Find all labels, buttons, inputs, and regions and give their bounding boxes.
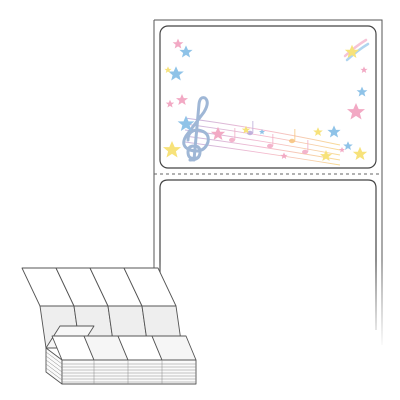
star-icon	[179, 45, 193, 58]
star-icon	[313, 127, 323, 136]
sheet-fade	[150, 260, 390, 350]
star-icon	[165, 99, 175, 108]
stack-page-lines	[45, 351, 196, 384]
star-icon	[210, 126, 226, 140]
star-icon	[280, 152, 288, 159]
label-sheet	[150, 19, 390, 350]
stack-bottom-row	[45, 325, 197, 361]
star-icon-group	[163, 38, 368, 161]
star-icon	[343, 141, 353, 150]
star-icon	[360, 66, 368, 73]
label-artwork	[163, 38, 370, 166]
stack-top-row	[21, 267, 177, 307]
star-icon	[168, 66, 184, 81]
star-icon	[176, 94, 188, 105]
star-icon	[259, 129, 265, 135]
star-icon	[356, 86, 368, 97]
treble-clef-icon	[182, 96, 210, 162]
star-icon	[327, 125, 341, 138]
shooting-star-icon	[343, 38, 370, 62]
star-icon	[163, 141, 181, 158]
star-icon	[339, 147, 345, 153]
star-icon	[177, 115, 195, 131]
star-icon	[241, 125, 251, 134]
star-icon	[164, 66, 172, 73]
star-icon	[320, 150, 332, 161]
star-icon	[352, 146, 368, 160]
star-icon	[172, 38, 184, 49]
fanfold-stack	[21, 267, 197, 385]
music-note-icon	[229, 121, 309, 155]
star-icon	[347, 103, 365, 120]
